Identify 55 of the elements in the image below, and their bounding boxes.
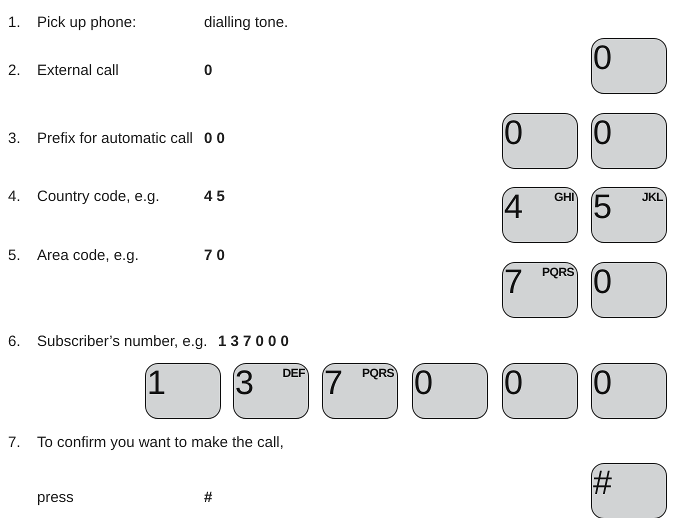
key-digit: # (593, 465, 612, 501)
step-note: dialling tone. (204, 14, 288, 32)
dial-digits: 0 (204, 62, 212, 80)
keypad-key (591, 463, 667, 518)
step-number: 7. (8, 434, 21, 452)
step-number: 5. (8, 247, 21, 265)
keypad-key (591, 262, 667, 318)
keypad-key (502, 187, 578, 243)
key-digit: 7 (324, 365, 343, 401)
key-digit: 0 (593, 40, 612, 76)
key-digit: 3 (235, 365, 254, 401)
step-text: press (37, 489, 74, 507)
step-text: Country code, e.g. (37, 188, 160, 206)
key-digit: 0 (593, 115, 612, 151)
key-digit: 7 (504, 264, 523, 300)
key-letters: GHI (554, 191, 574, 204)
key-digit: 5 (593, 189, 612, 225)
keypad-key (145, 363, 221, 419)
step-number: 6. (8, 333, 21, 351)
keypad-key (591, 38, 667, 94)
keypad-key (502, 262, 578, 318)
keypad-key (591, 113, 667, 169)
key-digit: 0 (414, 365, 433, 401)
key-letters: JKL (642, 191, 663, 204)
key-letters: PQRS (542, 266, 574, 279)
keypad-key (502, 113, 578, 169)
dial-digits: 4 5 (204, 188, 225, 206)
key-digit: 1 (147, 365, 166, 401)
step-text: Area code, e.g. (37, 247, 139, 265)
keypad-key (502, 363, 578, 419)
keypad-key (233, 363, 309, 419)
key-digit: 0 (504, 115, 523, 151)
step-number: 2. (8, 62, 21, 80)
step-text: External call (37, 62, 119, 80)
step-number: 3. (8, 130, 21, 148)
key-letters: PQRS (362, 367, 394, 380)
keypad-key (322, 363, 398, 419)
keypad-key (591, 363, 667, 419)
step-number: 1. (8, 14, 21, 32)
key-digit: 4 (504, 189, 523, 225)
key-letters: DEF (282, 367, 305, 380)
key-digit: 0 (504, 365, 523, 401)
step-text: Prefix for automatic call (37, 130, 193, 148)
dial-digits: 7 0 (204, 247, 225, 265)
step-number: 4. (8, 188, 21, 206)
step-text: To confirm you want to make the call, (37, 434, 284, 452)
step-text: Pick up phone: (37, 14, 136, 32)
step-text: Subscriber’s number, e.g. (37, 333, 208, 351)
keypad-key (412, 363, 488, 419)
dial-digits: 1 3 7 0 0 0 (218, 333, 289, 351)
dial-digits: 0 0 (204, 130, 225, 148)
keypad-key (591, 187, 667, 243)
dial-digits: # (204, 489, 212, 507)
key-digit: 0 (593, 264, 612, 300)
key-digit: 0 (593, 365, 612, 401)
